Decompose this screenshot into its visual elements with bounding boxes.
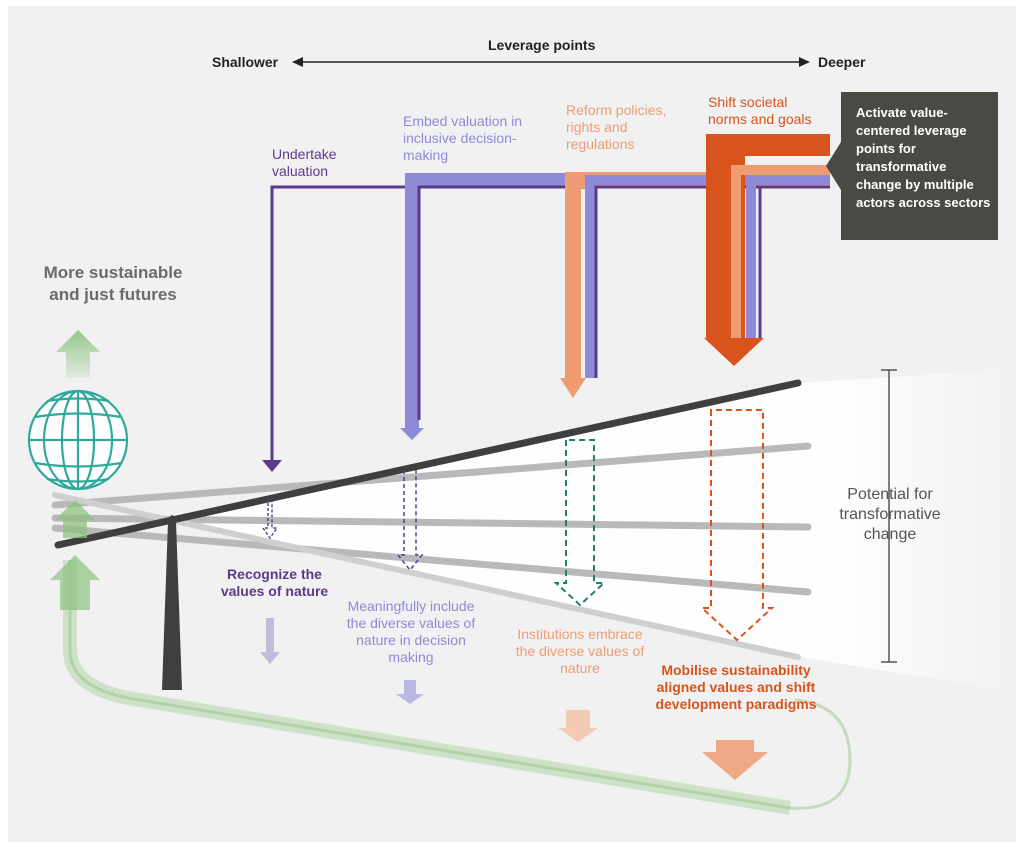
futures-label: More sustainable and just futures (43, 263, 183, 304)
feedback-loop-band (63, 560, 792, 815)
outcome-arrow-icon (558, 710, 598, 742)
dashed-arrow-icon (396, 470, 424, 572)
dashed-arrow-icon (261, 498, 279, 540)
lever-label-undertake: Undertake valuation (272, 146, 337, 179)
outcome-arrow-icon (396, 680, 424, 704)
futures-arrow-icon (56, 330, 100, 378)
arrow-down-icon (400, 428, 424, 440)
feedback-arrow-small-icon (55, 500, 95, 538)
lever-path-shift-norms (706, 134, 830, 338)
outcome-include: Meaningfully include the diverse values … (346, 598, 476, 665)
fulcrum (162, 515, 182, 690)
dashed-arrow-icon (553, 439, 607, 607)
shift-purple (746, 175, 830, 338)
outcome-institutions: Institutions embrace the diverse values … (515, 626, 645, 676)
lever-beam (54, 379, 802, 549)
lever-label-reform: Reform policies, rights and regulations (566, 102, 667, 152)
globe-icon (27, 389, 129, 491)
fan-line-4 (51, 524, 812, 596)
arrow-down-icon (262, 460, 282, 472)
activate-panel (826, 92, 998, 240)
leverage-points-title: Leverage points (488, 37, 596, 53)
fan-line-2 (51, 442, 812, 509)
outcome-mobilise: Mobilise sustainability aligned values a… (655, 662, 817, 712)
feedback-loop-outline (68, 560, 852, 810)
lever-label-embed: Embed valuation in inclusive decision-ma… (403, 113, 523, 163)
arrow-right-icon (799, 57, 810, 67)
arrow-down-icon (704, 338, 764, 366)
arrow-down-icon (560, 378, 586, 398)
lever-path-reform-policies (565, 172, 830, 378)
shift-salmon (731, 165, 830, 338)
feedback-arrow-icon (50, 555, 100, 610)
arrow-left-icon (292, 57, 303, 67)
outcome-recognize: Recognize the values of nature (220, 566, 329, 599)
dashed-arrow-icon (699, 409, 775, 642)
lever-label-shift: Shift societal norms and goals (708, 94, 812, 127)
shift-dark (758, 185, 830, 338)
activate-label: Activate value-centered leverage points … (856, 105, 991, 210)
outcome-arrow-icon (260, 618, 280, 664)
shallower-label: Shallower (212, 54, 279, 70)
lever-path-embed-inner (417, 185, 830, 420)
outcome-arrow-icon (702, 740, 768, 780)
deeper-label: Deeper (818, 54, 866, 70)
potential-label: Potential for transformative change (839, 486, 941, 543)
